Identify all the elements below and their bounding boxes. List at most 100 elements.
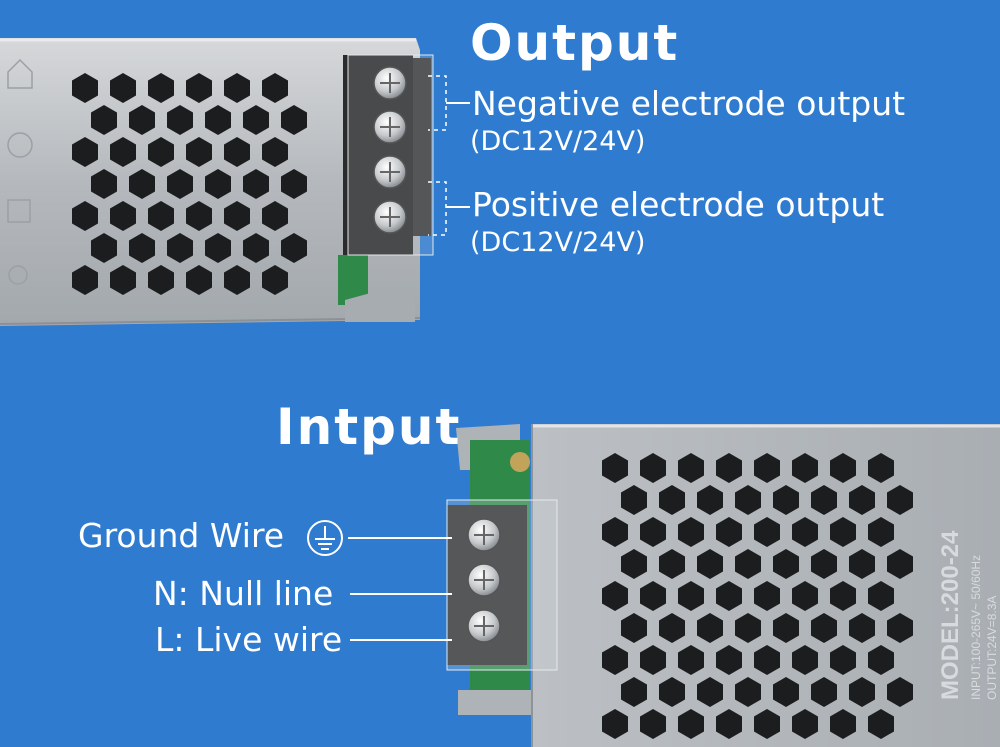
- vent-hole: [129, 105, 155, 135]
- vent-hole: [129, 169, 155, 199]
- vent-hole: [773, 677, 799, 707]
- vent-hole: [186, 73, 212, 103]
- vent-hole: [792, 581, 818, 611]
- vent-hole: [224, 265, 250, 295]
- vent-hole: [811, 485, 837, 515]
- vent-hole: [830, 581, 856, 611]
- vent-hole: [773, 549, 799, 579]
- vent-hole: [602, 709, 628, 739]
- vent-hole: [868, 517, 894, 547]
- vent-hole: [849, 677, 875, 707]
- vent-hole: [792, 453, 818, 483]
- vent-hole: [148, 73, 174, 103]
- vent-hole: [148, 265, 174, 295]
- vent-hole: [148, 201, 174, 231]
- vent-hole: [716, 645, 742, 675]
- vent-hole: [167, 105, 193, 135]
- vent-hole: [602, 517, 628, 547]
- vent-hole: [754, 581, 780, 611]
- vent-hole: [262, 137, 288, 167]
- vent-hole: [72, 201, 98, 231]
- vent-hole: [224, 73, 250, 103]
- input-unit: MODEL:200-24 INPUT:100-265V~ 50/60Hz OUT…: [446, 424, 1000, 747]
- vent-hole: [887, 613, 913, 643]
- output-unit: [0, 38, 434, 326]
- vent-hole: [678, 709, 704, 739]
- vent-hole: [72, 265, 98, 295]
- positive-electrode-label: Positive electrode output: [472, 185, 885, 224]
- vent-hole: [602, 453, 628, 483]
- vent-hole: [754, 709, 780, 739]
- vent-hole: [830, 709, 856, 739]
- vent-hole: [716, 453, 742, 483]
- output-heading: Output: [470, 14, 680, 72]
- output-screw: [373, 66, 407, 234]
- vent-hole: [811, 549, 837, 579]
- vent-hole: [262, 265, 288, 295]
- vent-hole: [716, 581, 742, 611]
- vent-hole: [849, 485, 875, 515]
- vent-hole: [659, 613, 685, 643]
- input-spec-label: INPUT:100-265V~ 50/60Hz: [969, 555, 983, 700]
- live-wire-label: L: Live wire: [155, 620, 343, 659]
- vent-hole: [602, 581, 628, 611]
- vent-hole: [262, 201, 288, 231]
- vent-hole: [91, 105, 117, 135]
- vent-hole: [716, 709, 742, 739]
- ground-wire-label: Ground Wire: [78, 516, 285, 555]
- positive-rating: (DC12V/24V): [470, 227, 646, 258]
- vent-hole: [262, 73, 288, 103]
- vent-hole: [186, 137, 212, 167]
- vent-hole: [678, 581, 704, 611]
- vent-hole: [735, 485, 761, 515]
- input-vent-grid: [602, 453, 913, 739]
- vent-hole: [110, 73, 136, 103]
- vent-hole: [773, 485, 799, 515]
- vent-hole: [243, 233, 269, 263]
- vent-hole: [224, 137, 250, 167]
- vent-hole: [830, 645, 856, 675]
- vent-hole: [205, 233, 231, 263]
- vent-hole: [849, 613, 875, 643]
- vent-hole: [129, 233, 155, 263]
- vent-hole: [72, 137, 98, 167]
- vent-hole: [697, 485, 723, 515]
- vent-hole: [186, 201, 212, 231]
- vent-hole: [91, 233, 117, 263]
- vent-hole: [205, 105, 231, 135]
- vent-hole: [91, 169, 117, 199]
- vent-hole: [72, 73, 98, 103]
- vent-hole: [773, 613, 799, 643]
- vent-hole: [640, 645, 666, 675]
- vent-hole: [110, 201, 136, 231]
- vent-hole: [792, 517, 818, 547]
- vent-hole: [621, 677, 647, 707]
- model-label: MODEL:200-24: [937, 530, 964, 700]
- vent-hole: [659, 677, 685, 707]
- vent-hole: [243, 169, 269, 199]
- vent-hole: [281, 169, 307, 199]
- vent-hole: [110, 137, 136, 167]
- vent-hole: [811, 677, 837, 707]
- vent-hole: [678, 453, 704, 483]
- vent-hole: [205, 169, 231, 199]
- input-screw: [467, 518, 501, 643]
- output-spec-label: OUTPUT:24V=8.3A: [985, 596, 999, 700]
- vent-hole: [659, 549, 685, 579]
- vent-hole: [792, 645, 818, 675]
- vent-hole: [640, 517, 666, 547]
- output-vent-grid: [72, 73, 307, 295]
- vent-hole: [697, 549, 723, 579]
- vent-hole: [697, 613, 723, 643]
- vent-hole: [678, 517, 704, 547]
- vent-hole: [754, 645, 780, 675]
- negative-rating: (DC12V/24V): [470, 126, 646, 157]
- vent-hole: [811, 613, 837, 643]
- vent-hole: [243, 105, 269, 135]
- vent-hole: [887, 485, 913, 515]
- negative-electrode-label: Negative electrode output: [472, 84, 906, 123]
- vent-hole: [868, 581, 894, 611]
- vent-hole: [830, 517, 856, 547]
- vent-hole: [640, 709, 666, 739]
- vent-hole: [186, 265, 212, 295]
